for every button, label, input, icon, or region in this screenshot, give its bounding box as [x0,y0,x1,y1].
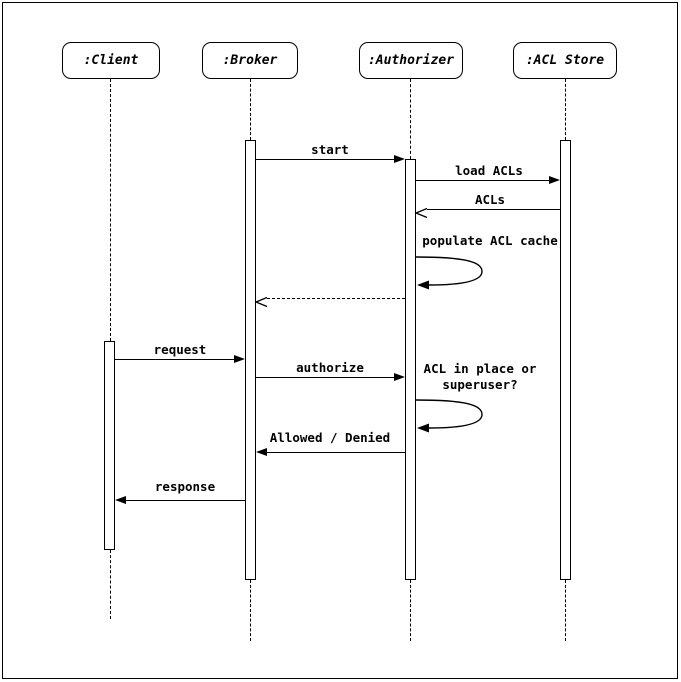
participant-label: :Broker [222,53,278,68]
lifeline-broker-lower [250,580,251,641]
lifeline-acl-store-lower [565,580,566,641]
arrowhead-filled-right-icon [394,373,405,381]
message-label-load-acls: load ACLs [455,163,523,178]
lifeline-authorizer-lower [410,580,411,641]
lifeline-client-lower [110,550,111,619]
lifeline-client-upper [110,79,111,341]
message-label-start: start [311,142,349,157]
message-line-response [126,500,245,501]
message-line-allowed-denied [267,452,405,453]
message-label-authorize: authorize [296,360,364,375]
activation-client [104,341,115,550]
arrowhead-open-left-icon [414,204,428,223]
message-line-return [267,298,405,299]
activation-acl-store [560,140,571,580]
participant-box-acl-store: :ACL Store [513,42,617,79]
self-loop-arrow-icon [415,397,486,439]
message-label-acl-in-place: ACL in place or superuser? [423,361,537,392]
arrowhead-filled-left-icon [256,448,267,456]
lifeline-broker-upper [250,79,251,140]
arrowhead-filled-left-icon [115,496,126,504]
arrowhead-filled-right-icon [234,355,245,363]
message-label-acls: ACLs [474,192,506,207]
message-label-response: response [154,479,216,494]
participant-box-broker: :Broker [202,42,298,79]
self-loop-arrow-icon [415,254,486,296]
participant-label: :ACL Store [525,53,605,68]
participant-box-authorizer: :Authorizer [359,42,463,79]
message-label-populate-acl-cache: populate ACL cache [422,233,558,248]
arrowhead-filled-right-icon [394,155,405,163]
message-line-request [115,359,234,360]
participant-label: :Client [83,53,139,68]
lifeline-authorizer-upper [410,79,411,159]
lifeline-acl-store-upper [565,79,566,140]
message-line-authorize [256,377,394,378]
message-label-request: request [153,342,207,357]
arrowhead-filled-right-icon [549,176,560,184]
message-label-allowed-denied: Allowed / Denied [269,430,391,445]
message-line-acls [427,209,560,210]
message-line-start [256,159,396,160]
activation-authorizer [405,159,416,580]
participant-box-client: :Client [62,42,160,79]
message-line-load-acls [416,180,551,181]
participant-label: :Authorizer [367,53,455,68]
activation-broker [245,140,256,580]
arrowhead-open-left-icon [254,293,268,312]
